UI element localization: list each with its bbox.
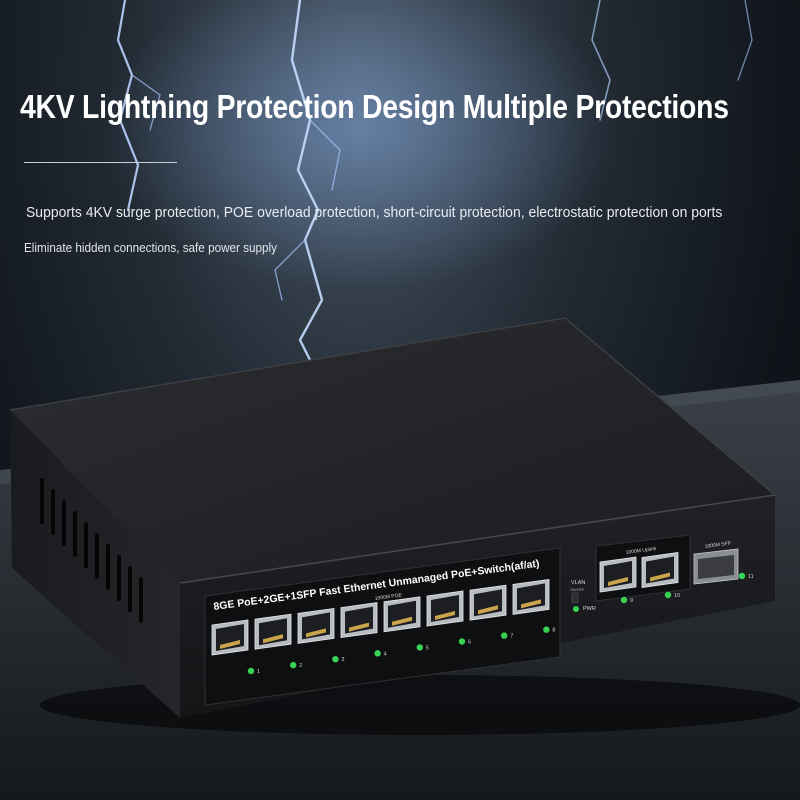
vent-slot bbox=[128, 566, 132, 612]
uplink-port-9[interactable] bbox=[599, 556, 637, 593]
port-led bbox=[664, 591, 672, 599]
vlan-sub-label: ON/OFF bbox=[570, 588, 585, 592]
poe-port-6[interactable] bbox=[426, 590, 464, 627]
vent-slot bbox=[62, 500, 66, 546]
port-number: 10 bbox=[674, 593, 680, 599]
rj45-ports bbox=[211, 552, 679, 656]
headline-divider bbox=[24, 162, 177, 163]
switch-top-panel bbox=[10, 318, 775, 583]
uplink-group-label: 1000M Uplink bbox=[625, 546, 657, 556]
poe-group-label: 1000M POE bbox=[374, 592, 402, 602]
subtitle-line-2: Eliminate hidden connections, safe power… bbox=[24, 240, 278, 255]
vent-slot bbox=[73, 511, 77, 557]
poe-port-2[interactable] bbox=[254, 613, 292, 650]
poe-port-4[interactable] bbox=[340, 602, 378, 639]
vent-slot bbox=[84, 522, 88, 568]
port-number: 5 bbox=[426, 645, 429, 651]
sfp-port[interactable] bbox=[693, 548, 739, 585]
port-led bbox=[458, 638, 466, 645]
vlan-toggle[interactable] bbox=[571, 592, 579, 604]
port-number: 4 bbox=[384, 651, 387, 657]
port-numbers: 1 2 3 4 5 6 7 8 9 10 11 bbox=[257, 574, 754, 675]
port-led bbox=[332, 656, 339, 663]
port-number: 6 bbox=[468, 640, 471, 646]
port-led bbox=[543, 626, 550, 633]
port-led bbox=[620, 596, 628, 604]
uplink-port-10[interactable] bbox=[641, 552, 679, 588]
vent-slot bbox=[40, 478, 44, 524]
poe-port-5[interactable] bbox=[383, 596, 421, 633]
sfp-group-label: 1000M SFP bbox=[704, 540, 732, 550]
port-led bbox=[738, 572, 746, 580]
vent-slot bbox=[51, 489, 55, 535]
pwr-led bbox=[573, 606, 579, 612]
vent-slot bbox=[106, 544, 110, 590]
port-number: 7 bbox=[510, 634, 513, 640]
poe-port-3[interactable] bbox=[297, 607, 335, 644]
port-number: 3 bbox=[341, 657, 344, 663]
port-led bbox=[247, 667, 255, 675]
vent-slot bbox=[95, 533, 99, 579]
side-vents bbox=[40, 478, 143, 623]
port-led bbox=[416, 644, 423, 651]
port-number: 2 bbox=[299, 663, 302, 669]
poe-port-7[interactable] bbox=[469, 584, 507, 621]
port-leds bbox=[247, 572, 746, 675]
subtitle-line-1: Supports 4KV surge protection, POE overl… bbox=[26, 204, 723, 221]
pwr-label: PWR bbox=[583, 606, 596, 612]
port-number: 8 bbox=[552, 628, 555, 634]
poe-port-8[interactable] bbox=[512, 578, 550, 615]
port-number: 11 bbox=[748, 574, 754, 580]
poe-port-1[interactable] bbox=[211, 619, 249, 656]
lightning-bolts bbox=[116, 0, 753, 362]
port-led bbox=[374, 650, 381, 657]
storm-glow bbox=[100, 0, 620, 290]
vent-slot bbox=[139, 577, 143, 623]
port-led bbox=[290, 661, 297, 669]
vlan-label: VLAN bbox=[571, 580, 585, 586]
port-number: 9 bbox=[630, 598, 633, 604]
vent-slot bbox=[117, 555, 121, 601]
headline: 4KV Lightning Protection Design Multiple… bbox=[20, 88, 729, 125]
port-led bbox=[501, 632, 508, 639]
port-number: 1 bbox=[257, 669, 260, 675]
